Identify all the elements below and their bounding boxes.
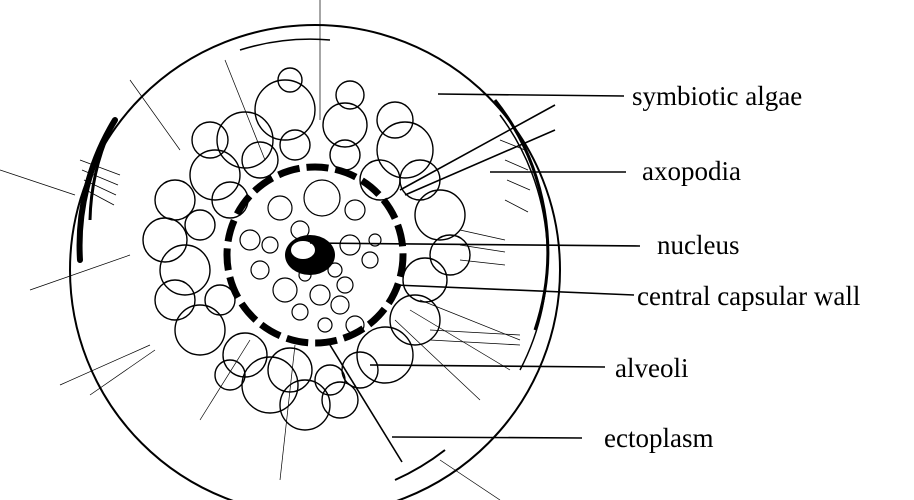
label-symbiotic-algae: symbiotic algae	[632, 83, 802, 110]
label-axopodia: axopodia	[642, 158, 741, 185]
label-central-capsular-wall: central capsular wall	[637, 283, 860, 310]
label-ectoplasm: ectoplasm	[604, 425, 713, 452]
nucleus-body	[285, 235, 335, 275]
label-nucleus: nucleus	[657, 232, 739, 259]
label-alveoli: alveoli	[615, 355, 688, 382]
